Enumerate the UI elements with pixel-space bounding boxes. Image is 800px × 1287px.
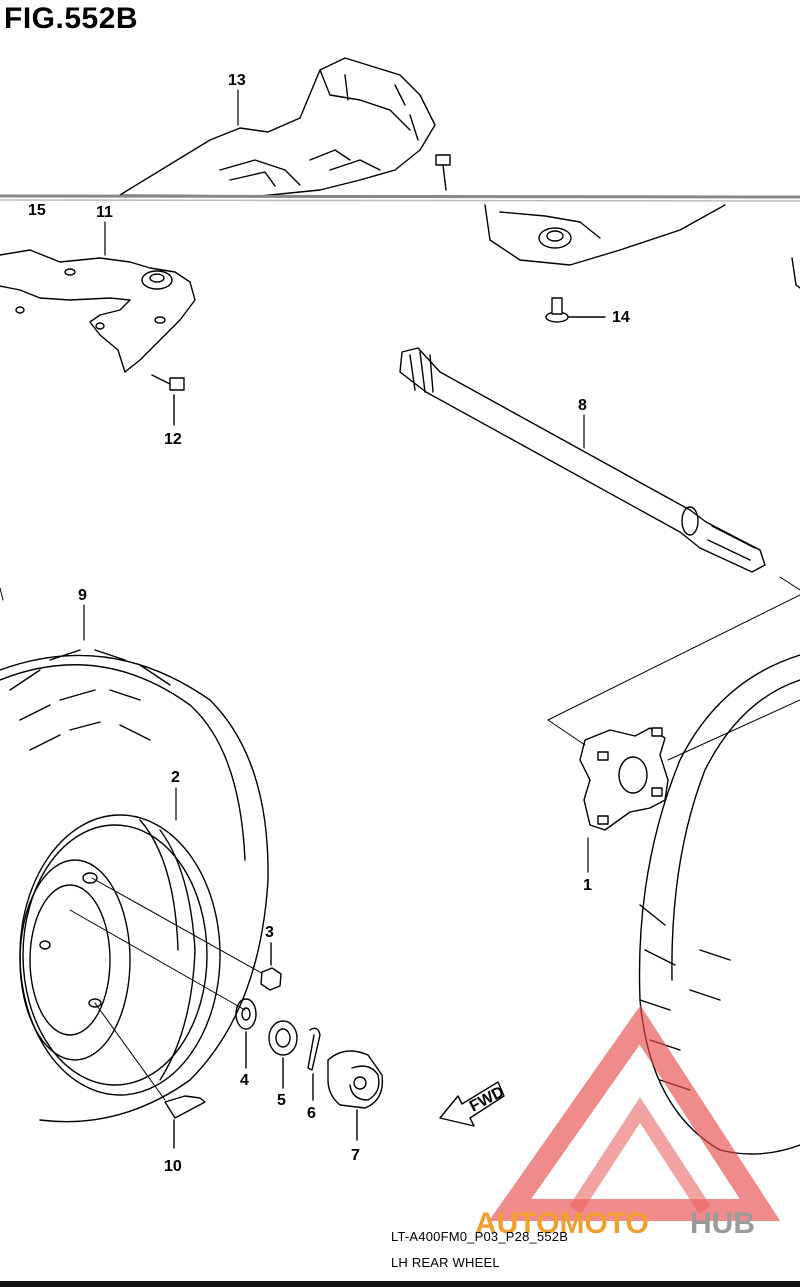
- skid-guard-part: [119, 57, 436, 197]
- callout-13: 13: [228, 72, 246, 89]
- callout-14: 14: [612, 309, 630, 326]
- bolt-14-part: [545, 297, 606, 323]
- callout-15: 15: [28, 202, 46, 219]
- cotter-pin-part: [307, 1027, 321, 1101]
- watermark-text-primary: AUTOMOTO: [475, 1207, 649, 1240]
- castle-nut-part: [268, 1020, 298, 1089]
- fwd-arrow-icon: [439, 1081, 505, 1127]
- wheel-rim-part: [19, 814, 221, 1096]
- nut-part: [260, 942, 282, 991]
- caption-code: LT-A400FM0_P03_P28_552B: [391, 1229, 569, 1244]
- callout-9: 9: [78, 587, 87, 604]
- callout-7: 7: [351, 1147, 360, 1164]
- bracket-part: [0, 249, 196, 373]
- callout-4: 4: [240, 1072, 249, 1089]
- guide-lines: [0, 576, 800, 761]
- divider-line: [0, 194, 800, 199]
- rim-guide-lines: [69, 877, 266, 1101]
- washer-part: [235, 998, 257, 1069]
- callout-10: 10: [164, 1158, 182, 1175]
- bolt-small: [435, 154, 451, 191]
- watermark-text-secondary: HUB: [690, 1207, 755, 1240]
- caption-name: LH REAR WHEEL: [391, 1255, 500, 1270]
- callout-5: 5: [277, 1092, 286, 1109]
- callout-8: 8: [578, 397, 587, 414]
- axle-shaft-part: [399, 347, 766, 573]
- watermark-logo: [488, 1005, 781, 1221]
- guard-right-part: [484, 204, 800, 289]
- figure-title: FIG.552B: [4, 2, 139, 35]
- bolt-12-part: [151, 374, 185, 426]
- callout-2: 2: [171, 769, 180, 786]
- hub-cap-part: [327, 1050, 384, 1141]
- valve-part: [164, 1095, 206, 1149]
- callout-1: 1: [583, 877, 592, 894]
- bottom-bar: [0, 1281, 800, 1287]
- hub-part: [579, 727, 669, 831]
- callout-12: 12: [164, 431, 182, 448]
- callout-11: 11: [96, 204, 113, 221]
- tire-left-part: [0, 649, 269, 1123]
- leader-lines: [83, 89, 589, 873]
- callout-6: 6: [307, 1105, 316, 1122]
- callout-3: 3: [265, 924, 274, 941]
